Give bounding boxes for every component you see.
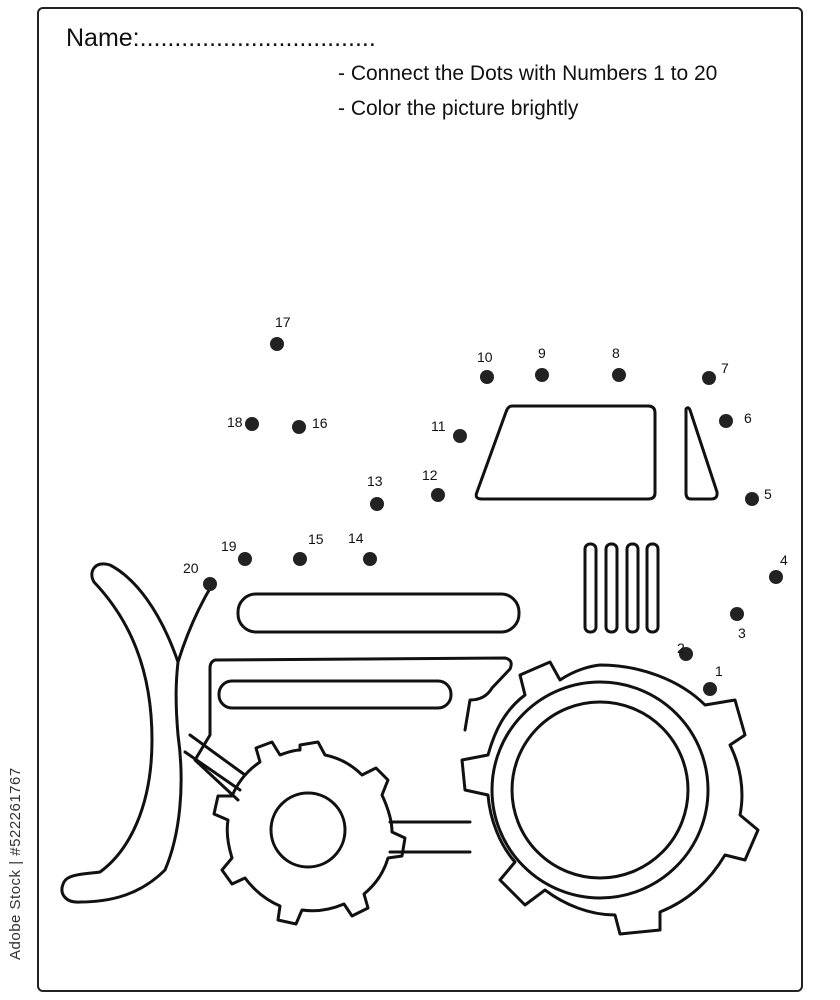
dot-labels: 1 2 3 4 5 6 7 8 9 10 11 12 13 14 15 16 1… bbox=[183, 314, 788, 679]
dot-label-4: 4 bbox=[780, 552, 788, 568]
dot-12 bbox=[431, 488, 445, 502]
worksheet-frame bbox=[37, 7, 803, 992]
dot-label-10: 10 bbox=[477, 349, 493, 365]
dot-label-15: 15 bbox=[308, 531, 324, 547]
dot-2 bbox=[679, 647, 693, 661]
grille-slat bbox=[604, 542, 619, 634]
dot-7 bbox=[702, 371, 716, 385]
dot-14 bbox=[363, 552, 377, 566]
dot-label-17: 17 bbox=[275, 314, 291, 330]
rear-wheel-rim bbox=[490, 680, 710, 900]
dot-label-8: 8 bbox=[612, 345, 620, 361]
loader-bucket bbox=[60, 562, 214, 904]
instruction-connect-dots: - Connect the Dots with Numbers 1 to 20 bbox=[338, 62, 718, 85]
dot-label-18: 18 bbox=[227, 414, 243, 430]
dot-15 bbox=[293, 552, 307, 566]
dot-label-1: 1 bbox=[715, 663, 723, 679]
dot-20 bbox=[203, 577, 217, 591]
dot-18 bbox=[245, 417, 259, 431]
dot-label-19: 19 bbox=[221, 538, 237, 554]
grille-slat bbox=[625, 542, 640, 634]
dot-6 bbox=[719, 414, 733, 428]
dot-label-9: 9 bbox=[538, 345, 546, 361]
dot-5 bbox=[745, 492, 759, 506]
tractor-hood-top bbox=[236, 592, 521, 634]
grille-slat bbox=[583, 542, 598, 634]
body-stripe bbox=[217, 679, 453, 710]
dot-label-3: 3 bbox=[738, 625, 746, 641]
rear-wheel-hub bbox=[510, 700, 690, 880]
dot-label-16: 16 bbox=[312, 415, 328, 431]
dot-3 bbox=[730, 607, 744, 621]
dot-9 bbox=[535, 368, 549, 382]
dot-1 bbox=[703, 682, 717, 696]
dot-16 bbox=[292, 420, 306, 434]
instruction-color-picture: - Color the picture brightly bbox=[338, 97, 579, 120]
dot-11 bbox=[453, 429, 467, 443]
dot-4 bbox=[769, 570, 783, 584]
rear-wheel bbox=[460, 660, 760, 936]
tractor-body bbox=[193, 656, 513, 802]
cab-side-window bbox=[684, 406, 719, 501]
cab-window bbox=[474, 404, 657, 501]
loader-arm bbox=[183, 733, 247, 792]
dot-label-13: 13 bbox=[367, 473, 383, 489]
dot-label-11: 11 bbox=[431, 418, 446, 434]
dot-label-2: 2 bbox=[677, 640, 685, 656]
dot-13 bbox=[370, 497, 384, 511]
dot-label-20: 20 bbox=[183, 560, 199, 576]
dot-19 bbox=[238, 552, 252, 566]
front-wheel-hub bbox=[269, 791, 347, 869]
dot-17 bbox=[270, 337, 284, 351]
dot-label-6: 6 bbox=[744, 410, 752, 426]
dot-label-14: 14 bbox=[348, 530, 364, 546]
name-field-label: Name:.................................. bbox=[66, 24, 376, 52]
dot-8 bbox=[612, 368, 626, 382]
grille-slat bbox=[645, 542, 660, 634]
front-wheel bbox=[212, 740, 407, 926]
dot-label-7: 7 bbox=[721, 360, 729, 376]
dot-group bbox=[203, 337, 783, 696]
dot-label-12: 12 bbox=[422, 467, 438, 483]
dot-10 bbox=[480, 370, 494, 384]
dot-label-5: 5 bbox=[764, 486, 772, 502]
